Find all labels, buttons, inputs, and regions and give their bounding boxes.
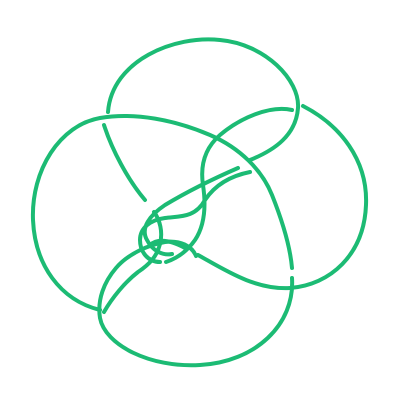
knot-strand-inner-diagonal-b — [164, 107, 294, 264]
knot-strand-left-lobe — [30, 114, 294, 312]
knot-strand-center-loop — [138, 170, 252, 264]
knot-strand-right-lobe — [196, 104, 369, 291]
knot-strand-bottom-lobe — [97, 239, 295, 368]
knot-strand-top-lobe — [106, 37, 301, 162]
knot-strand-inner-diagonal-a — [102, 123, 147, 202]
